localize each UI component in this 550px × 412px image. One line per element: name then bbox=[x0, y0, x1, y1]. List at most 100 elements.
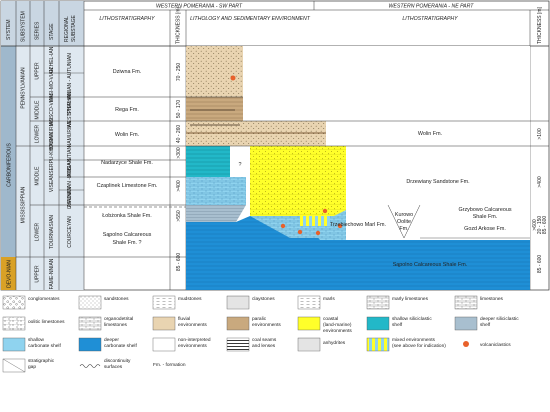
legend-coastal-3: environments bbox=[323, 328, 352, 334]
series-lower-p: LOWER bbox=[35, 124, 41, 143]
series-upper-d: UPPER bbox=[35, 265, 41, 283]
legend-sandstones: sandstones bbox=[104, 296, 129, 302]
regional-arundian: ARUNDIAN - ASBIAN bbox=[67, 158, 73, 207]
legend-marly-limestones: marly limestones bbox=[392, 296, 429, 302]
legend-deeper-silic-2: shelf bbox=[480, 322, 491, 328]
stage-bashkirian: BASH-KIRIAN bbox=[49, 118, 55, 150]
stage-serpukhovian: SERPU-KHOVIAN bbox=[49, 132, 55, 174]
legend-mudstones: mudstones bbox=[178, 296, 202, 302]
unknown-mark: ? bbox=[239, 162, 242, 168]
legend-fm-note: Fm. - formation bbox=[153, 362, 186, 368]
fm-rega: Rega Fm. bbox=[115, 107, 139, 113]
subsystem-mississippian: MISSISSIPPIAN bbox=[21, 186, 27, 223]
legend-discontinuity: discontinuity bbox=[104, 358, 131, 364]
lithology-panel: ? bbox=[186, 46, 530, 290]
thick-dziwna: 70 - 250 bbox=[176, 63, 182, 82]
thick-lower-b: 20 - 150 bbox=[537, 216, 543, 235]
legend-noninterp: non-interpreted bbox=[178, 337, 211, 343]
fm-sapolno-sw: Sąpolno Calcareous bbox=[103, 232, 152, 238]
chrono-header bbox=[1, 1, 84, 46]
stage-visean: VISEAN bbox=[49, 173, 55, 192]
header-stage: STAGE bbox=[49, 23, 55, 40]
regional-brigantian: BRIGA-NTIAN bbox=[67, 146, 73, 179]
legend-conglomerates: conglomerates bbox=[28, 296, 60, 302]
legend-deeper-silic: deeper siliciclastic bbox=[480, 316, 519, 322]
legend-mixed: mixed environments bbox=[392, 337, 436, 343]
header-thickness-ne: THICKNESS [m] bbox=[537, 6, 543, 44]
fm-gozd: Gozd Arkose Fm. bbox=[464, 226, 506, 232]
thick-lower-c: 85 - 600 bbox=[542, 216, 548, 235]
stage-tournaisian: TOURNAISIAN bbox=[49, 215, 55, 249]
fm-lobzonka: Łobżonka Shale Fm. bbox=[102, 213, 151, 219]
thick-wolin-ne: >100 bbox=[537, 128, 543, 139]
legend-mixed-2: (see above for indication) bbox=[392, 343, 446, 349]
stage-kasimovian: KASI-MO-VIAN bbox=[49, 67, 55, 102]
system-carboniferous: CARBONIFEROUS bbox=[7, 143, 13, 187]
legend-organodetrital: organodetrital bbox=[104, 316, 133, 322]
legend-deeper-carb: deeper bbox=[104, 337, 119, 343]
legend-claystones: claystones bbox=[252, 296, 275, 302]
header-system: SYSTEM bbox=[6, 19, 12, 40]
system-devonian: DEVO-NIAN bbox=[7, 260, 13, 288]
header-sw-part: WESTERN POMERANIA - SW PART bbox=[156, 4, 243, 10]
legend-fluvial-2: environments bbox=[178, 322, 207, 328]
legend-coal: coal seams bbox=[252, 337, 277, 343]
series-middle-p: MIDDLE bbox=[35, 100, 41, 120]
fm-dziwna: Dziwna Fm. bbox=[113, 69, 141, 75]
system-carboniferous-cell bbox=[1, 46, 16, 257]
fm-trzebiechowo: Trzebiechowo Marl Fm. bbox=[330, 222, 386, 228]
legend-volcanic-icon bbox=[463, 341, 469, 347]
legend-shallow-silic-2: shelf bbox=[392, 322, 403, 328]
fm-grzybowo: Grzybowo Calcareous bbox=[458, 207, 511, 213]
thick-drzewiany: >400 bbox=[537, 176, 543, 187]
subsystem-pennsylvanian: PENNSYLVANIAN bbox=[21, 67, 27, 109]
thick-lobzonka: >550 bbox=[176, 210, 182, 221]
thick-sapolno-ne: 85 - 600 bbox=[537, 255, 543, 274]
legend-coastal-2: (land-marine) bbox=[323, 322, 352, 328]
volcaniclastic-mark bbox=[230, 75, 236, 81]
header-regional-1: REGIONAL bbox=[64, 16, 70, 42]
fm-wolin-ne: Wolin Fm. bbox=[418, 131, 442, 137]
fm-sapolno-ne: Sąpolno Calcareous Shale Fm. bbox=[393, 262, 468, 268]
stage-famennian: FAME-NNIAN bbox=[49, 258, 55, 289]
legend-organodetrital-2: limestones bbox=[104, 322, 128, 328]
legend-anhydrites: anhydrites bbox=[323, 340, 346, 346]
legend-discontinuity-icon bbox=[79, 364, 101, 368]
thick-rega: 50 - 170 bbox=[176, 100, 182, 119]
regional-westphalian: WESTPHALIAN bbox=[67, 92, 73, 128]
thick-lower-a: >600 bbox=[532, 219, 538, 230]
stage-moscovian: MOSCO-VIAN bbox=[49, 94, 55, 127]
series-upper-p: UPPER bbox=[35, 62, 41, 80]
fm-drzewiany: Drzewiany Sandstone Fm. bbox=[406, 179, 469, 185]
legend-discontinuity-2: surfaces bbox=[104, 364, 123, 370]
fm-czaplinek: Czaplinek Limestone Fm. bbox=[97, 183, 158, 189]
stage-gzhelian: GZHEL-IAN bbox=[49, 46, 55, 73]
regional-namurian: NAMURIAN bbox=[67, 120, 73, 147]
fm-wolin-sw: Wolin Fm. bbox=[115, 132, 139, 138]
legend-marls: marls bbox=[323, 296, 335, 302]
legend-volcaniclastics: volcaniclastics bbox=[480, 342, 511, 348]
legend-deeper-carb-2: carbonate shelf bbox=[104, 343, 137, 349]
fm-kurowo-2: Oolite bbox=[397, 219, 411, 225]
series-middle-m: MIDDLE bbox=[35, 166, 41, 186]
thick-wolin: 40 - 260 bbox=[176, 125, 182, 144]
regional-courceyan: COURCEYAN bbox=[67, 216, 73, 248]
legend-strat-gap: stratigraphic bbox=[28, 358, 55, 364]
legend-fluvial: fluvial bbox=[178, 316, 190, 322]
fm-kurowo-3: Fm. bbox=[399, 226, 408, 232]
legend-strat-gap-2: gap bbox=[28, 365, 36, 370]
legend-limestones: limestones bbox=[480, 296, 504, 302]
legend-shallow-silic: shallow siliciclastic bbox=[392, 316, 432, 322]
header-ne-part: WESTERN POMERANIA - NE PART bbox=[389, 4, 475, 10]
fm-grzybowo-2: Shale Fm. bbox=[473, 214, 498, 220]
legend-oolitic: oolitic limestones bbox=[28, 319, 65, 325]
regional-chadian: CHADIAN bbox=[67, 186, 73, 209]
header-thickness-sw: THICKNESS [m] bbox=[176, 6, 182, 44]
header-series: SERIES bbox=[35, 21, 41, 40]
thick-sapolno-sw: 85 - 600 bbox=[176, 253, 182, 272]
header-regional-2: SUBSTAGE bbox=[71, 14, 77, 42]
header-lithology-env: LITHOLOGY AND SEDIMENTARY ENVIRONMENT bbox=[190, 16, 311, 22]
regional-stephanian: STEPHANIAN - AUTUNIAN bbox=[67, 53, 73, 115]
